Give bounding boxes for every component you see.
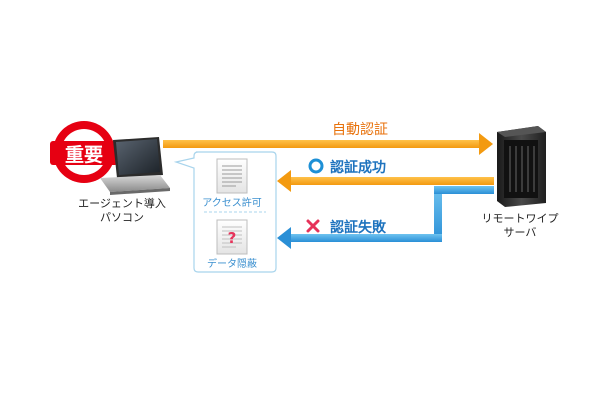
callout-box xyxy=(173,151,277,273)
auth-success-arrow xyxy=(277,170,494,192)
auth-success-label: 認証成功 xyxy=(330,159,386,176)
success-circle-icon xyxy=(308,158,324,174)
auto-auth-label: 自動認証 xyxy=(332,122,388,138)
document-icon xyxy=(216,158,248,194)
hidden-document-icon: ? xyxy=(216,219,248,255)
pc-label-line2: パソコン xyxy=(100,211,144,224)
important-badge-text: 重要 xyxy=(65,144,103,166)
laptop-icon xyxy=(100,137,170,195)
server-tower-icon xyxy=(497,126,546,207)
data-hidden-label: データ隠蔽 xyxy=(207,257,257,270)
server-label-line2: サーバ xyxy=(504,226,537,239)
fail-cross-icon xyxy=(306,219,320,233)
auth-fail-arrow xyxy=(277,186,494,249)
auto-auth-arrow xyxy=(163,133,493,155)
pc-label-line1: エージェント導入 xyxy=(78,196,166,210)
access-permitted-label: アクセス許可 xyxy=(202,196,262,209)
server-label-line1: リモートワイプ xyxy=(482,212,559,225)
important-badge-icon: 重要 xyxy=(50,121,118,183)
svg-text:?: ? xyxy=(228,229,237,247)
auth-fail-label: 認証失敗 xyxy=(330,219,387,236)
